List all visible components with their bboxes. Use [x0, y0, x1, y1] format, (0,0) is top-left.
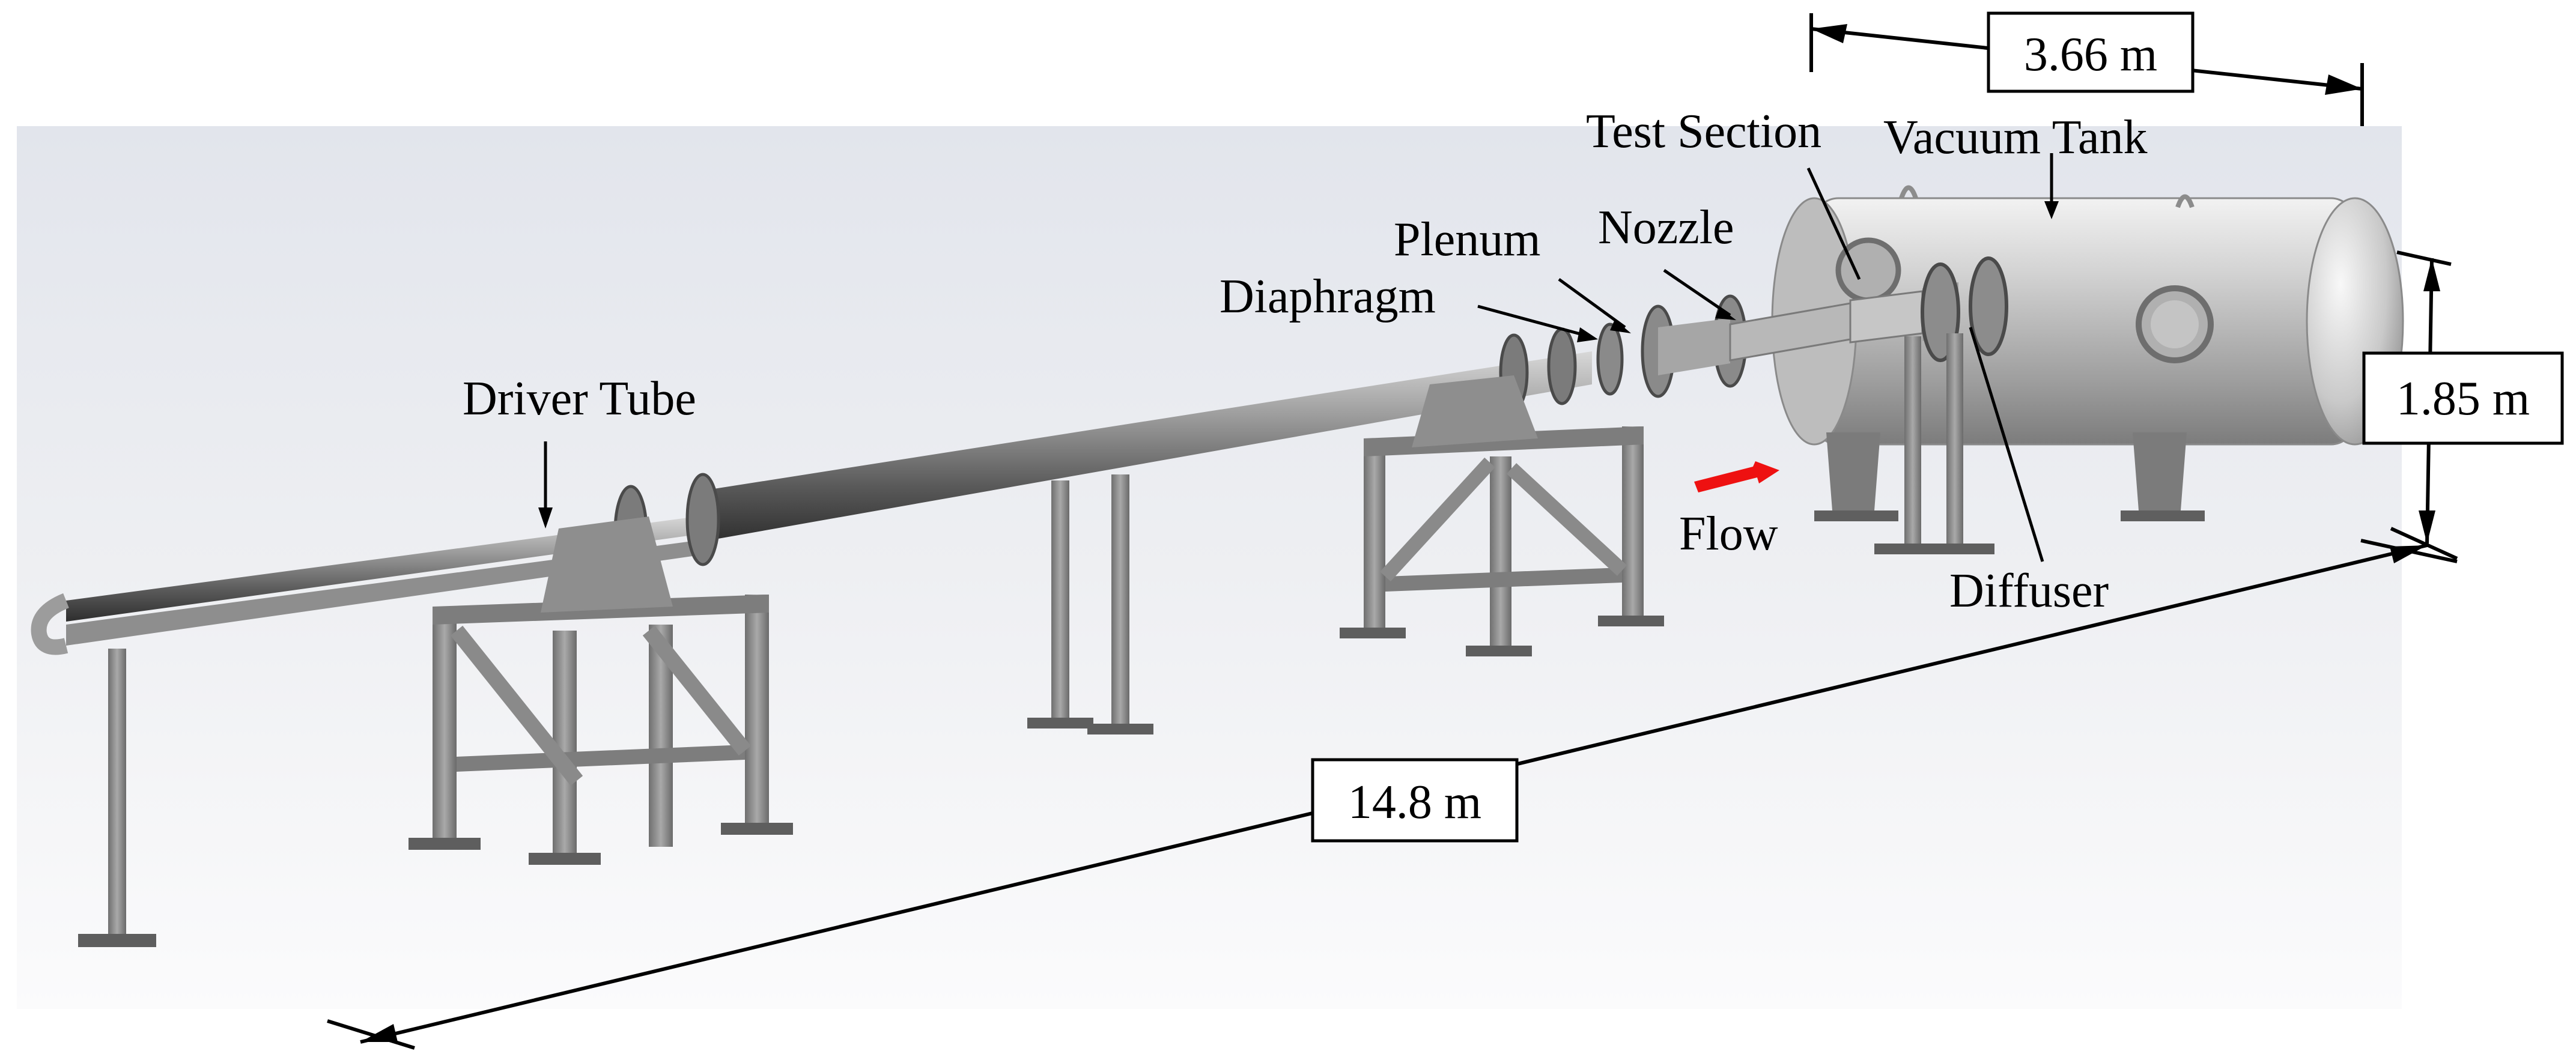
label-plenum: Plenum	[1394, 213, 1540, 266]
flow-arrow	[1694, 461, 1779, 492]
dim-tank-length: 3.66 m	[2024, 28, 2157, 81]
support-stands	[78, 333, 1994, 947]
dim-box-tank-height	[2362, 351, 2564, 445]
label-vacuum-tank: Vacuum Tank	[1883, 111, 2148, 164]
driver-tube	[31, 351, 1592, 655]
dim-tank-height: 1.85 m	[2396, 372, 2530, 425]
label-test-section: Test Section	[1586, 105, 1821, 158]
leader-lines	[538, 153, 2059, 562]
dim-overall-length: 14.8 m	[1348, 776, 1481, 829]
dim-box-tank-length	[1987, 11, 2195, 93]
label-flow: Flow	[1679, 507, 1778, 560]
test-assembly	[1658, 256, 2008, 375]
dim-box-overall-length	[1311, 758, 1519, 843]
label-driver-tube: Driver Tube	[463, 372, 696, 425]
stand-left	[409, 516, 793, 865]
label-diffuser: Diffuser	[1949, 565, 2109, 617]
label-diaphragm: Diaphragm	[1220, 270, 1436, 323]
label-nozzle: Nozzle	[1598, 201, 1734, 254]
stand-right	[1340, 375, 1664, 656]
